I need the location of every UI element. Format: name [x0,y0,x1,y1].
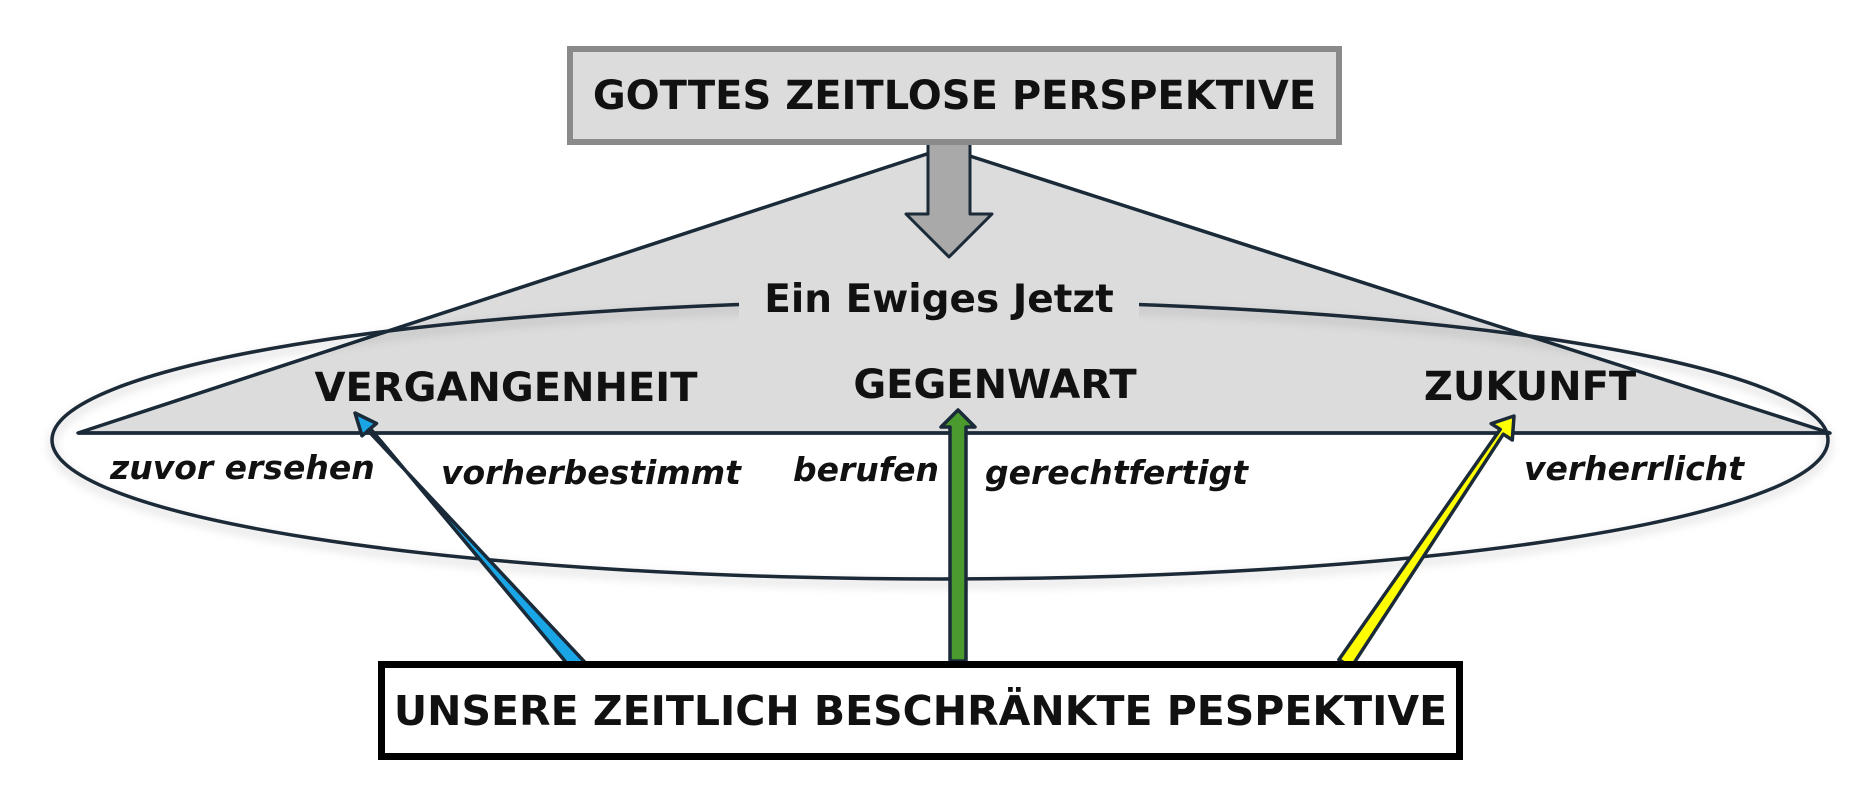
timeless-perspective-box: GOTTES ZEITLOSE PERSPEKTIVE [567,46,1342,145]
arrow-present [939,408,977,663]
eternal-now-label: Ein Ewiges Jetzt [739,268,1139,330]
phase-foreknown-label: zuvor ersehen [110,448,375,487]
temporal-perspective-box: UNSERE ZEITLICH BESCHRÄNKTE PESPEKTIVE [378,661,1463,760]
down-arrow [904,141,994,259]
phase-glorified-label: verherrlicht [1524,449,1745,488]
phase-justified-label: gerechtfertigt [985,453,1248,492]
arrow-future [1337,414,1516,670]
period-future-label: ZUKUNFT [1423,364,1637,410]
period-present-label: GEGENWART [853,362,1137,408]
phase-called-label: berufen [793,450,940,489]
period-past-label: VERGANGENHEIT [314,365,698,411]
eternal-now-text: Ein Ewiges Jetzt [764,276,1114,322]
timeless-perspective-label: GOTTES ZEITLOSE PERSPEKTIVE [592,72,1317,119]
temporal-perspective-label: UNSERE ZEITLICH BESCHRÄNKTE PESPEKTIVE [393,686,1448,735]
arrow-past [353,411,587,673]
phase-predestined-label: vorherbestimmt [441,453,741,492]
